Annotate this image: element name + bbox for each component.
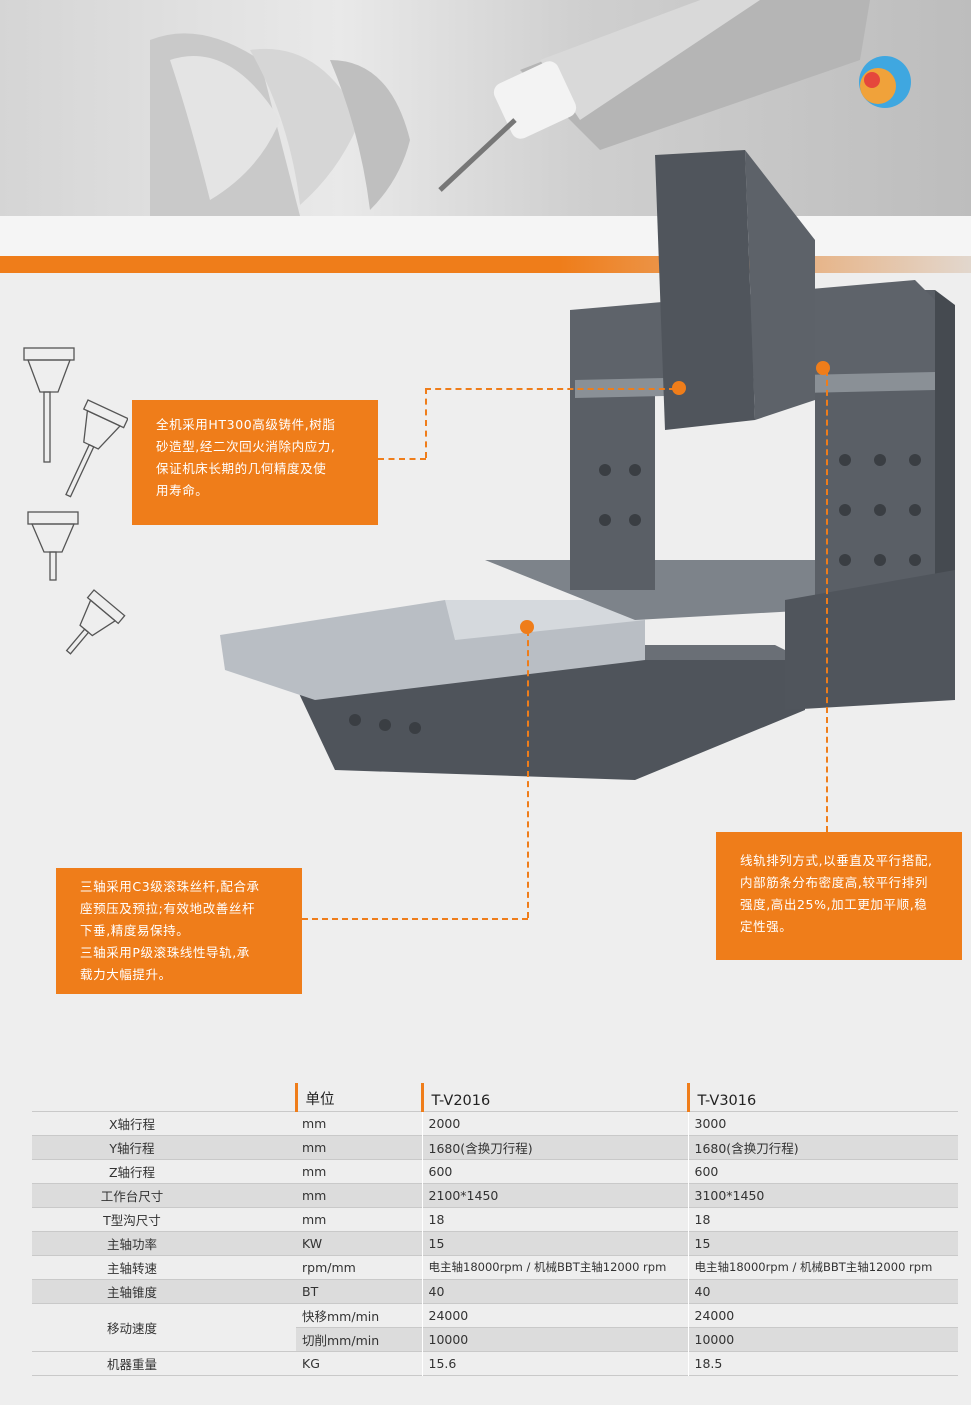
callout-rail-line: 强度,高出25%,加工更加平顺,稳 <box>740 897 928 912</box>
row-param: Z轴行程 <box>108 1164 156 1180</box>
header-model-2: T-V3016 <box>686 1083 958 1111</box>
banner-photo <box>0 0 971 216</box>
spec-table-header: 单位 T-V2016 T-V3016 <box>32 1083 958 1111</box>
callout-casting: 全机采用HT300高级铸件,树脂 砂造型,经二次回火消除内应力, 保证机床长期的… <box>132 400 378 525</box>
leader-screw-h <box>302 918 528 920</box>
row-value-1: 15.6 <box>421 1351 688 1375</box>
row-value-1: 1680(含换刀行程) <box>421 1135 688 1159</box>
row-unit: BT <box>302 1283 319 1299</box>
header-model-1: T-V2016 <box>420 1083 688 1111</box>
leader-casting-h <box>425 388 675 390</box>
callout-screw-line: 载力大幅提升。 <box>80 967 172 982</box>
table-row: X轴行程 mm 2000 3000 <box>32 1111 958 1135</box>
callout-rail-line: 线轨排列方式,以垂直及平行搭配, <box>740 853 933 868</box>
spec-table: 单位 T-V2016 T-V3016 X轴行程 mm 2000 3000 Y轴行… <box>32 1083 958 1376</box>
row-param: Y轴行程 <box>109 1140 155 1156</box>
row-value-1: 电主轴18000rpm / 机械BBT主轴12000 rpm <box>421 1255 688 1279</box>
row-unit: mm <box>302 1163 327 1179</box>
leader-casting-v <box>425 388 427 458</box>
callout-casting-line: 保证机床长期的几何精度及使 <box>156 461 327 476</box>
leader-rail-v <box>826 370 828 832</box>
gantry-machine-illustration <box>220 150 955 780</box>
callout-rail: 线轨排列方式,以垂直及平行搭配, 内部筋条分布密度高,较平行排列 强度,高出25… <box>716 832 962 960</box>
row-value-2: 18 <box>687 1207 958 1231</box>
callout-casting-line: 用寿命。 <box>156 483 209 498</box>
table-row: T型沟尺寸 mm 18 18 <box>32 1207 958 1231</box>
row-param: T型沟尺寸 <box>103 1212 161 1228</box>
header-param <box>32 1083 296 1111</box>
table-row: 主轴锥度 BT 40 40 <box>32 1279 958 1303</box>
callout-rail-line: 定性强。 <box>740 919 793 934</box>
row-value-1: 10000 <box>421 1327 688 1351</box>
row-value-2: 电主轴18000rpm / 机械BBT主轴12000 rpm <box>687 1255 958 1279</box>
marker-dot-table <box>520 620 534 634</box>
row-value-2: 600 <box>687 1159 958 1183</box>
table-row: Y轴行程 mm 1680(含换刀行程) 1680(含换刀行程) <box>32 1135 958 1159</box>
table-row-speed-rapid: 移动速度 快移mm/min 24000 24000 <box>32 1303 958 1352</box>
tool-holder-sketches <box>23 347 128 655</box>
row-param: 工作台尺寸 <box>100 1188 164 1204</box>
row-param: 主轴转速 <box>106 1260 157 1276</box>
table-row: 主轴转速 rpm/mm 电主轴18000rpm / 机械BBT主轴12000 r… <box>32 1255 958 1279</box>
row-unit: mm <box>302 1139 327 1155</box>
table-row: 工作台尺寸 mm 2100*1450 3100*1450 <box>32 1183 958 1207</box>
callout-rail-line: 内部筋条分布密度高,较平行排列 <box>740 875 928 890</box>
table-row: 主轴功率 KW 15 15 <box>32 1231 958 1255</box>
callout-screw-line: 三轴采用P级滚珠线性导轨,承 <box>80 945 250 960</box>
callout-casting-line: 全机采用HT300高级铸件,树脂 <box>156 417 336 432</box>
row-unit: rpm/mm <box>302 1259 356 1275</box>
marker-dot-spindle <box>672 381 686 395</box>
callout-screw: 三轴采用C3级滚珠丝杆,配合承 座预压及预拉;有效地改善丝杆 下垂,精度易保持。… <box>56 868 302 994</box>
row-unit: KW <box>302 1235 323 1251</box>
leader-casting-h2 <box>378 458 426 460</box>
row-value-2: 24000 <box>687 1303 958 1327</box>
header-unit: 单位 <box>294 1083 422 1111</box>
row-value-1: 2100*1450 <box>421 1183 688 1207</box>
row-value-2: 15 <box>687 1231 958 1255</box>
row-value-2: 1680(含换刀行程) <box>687 1135 958 1159</box>
callout-screw-line: 三轴采用C3级滚珠丝杆,配合承 <box>80 879 260 894</box>
row-param: 移动速度 <box>32 1303 296 1352</box>
row-value-1: 18 <box>421 1207 688 1231</box>
row-unit: 切削mm/min <box>302 1332 380 1348</box>
row-value-2: 3100*1450 <box>687 1183 958 1207</box>
leader-screw-v <box>527 630 529 918</box>
row-param: 主轴锥度 <box>106 1284 157 1300</box>
row-value-1: 24000 <box>421 1303 688 1327</box>
row-value-1: 2000 <box>421 1111 688 1135</box>
row-unit: mm <box>302 1115 327 1131</box>
callout-screw-line: 座预压及预拉;有效地改善丝杆 <box>80 901 256 916</box>
table-row: 机器重量 KG 15.6 18.5 <box>32 1351 958 1375</box>
row-param: X轴行程 <box>108 1116 156 1132</box>
row-param: 机器重量 <box>106 1356 157 1372</box>
callout-screw-line: 下垂,精度易保持。 <box>80 923 190 938</box>
row-value-1: 40 <box>421 1279 688 1303</box>
row-unit: 快移mm/min <box>302 1308 380 1324</box>
row-value-2: 3000 <box>687 1111 958 1135</box>
row-value-2: 10000 <box>687 1327 958 1351</box>
row-unit: KG <box>302 1355 320 1371</box>
row-value-1: 15 <box>421 1231 688 1255</box>
row-value-1: 600 <box>421 1159 688 1183</box>
row-value-2: 40 <box>687 1279 958 1303</box>
table-row: Z轴行程 mm 600 600 <box>32 1159 958 1183</box>
row-value-2: 18.5 <box>687 1351 958 1375</box>
milling-photo <box>150 0 911 216</box>
row-param: 主轴功率 <box>106 1236 157 1252</box>
row-unit: mm <box>302 1187 327 1203</box>
row-unit: mm <box>302 1211 327 1227</box>
callout-casting-line: 砂造型,经二次回火消除内应力, <box>156 439 336 454</box>
